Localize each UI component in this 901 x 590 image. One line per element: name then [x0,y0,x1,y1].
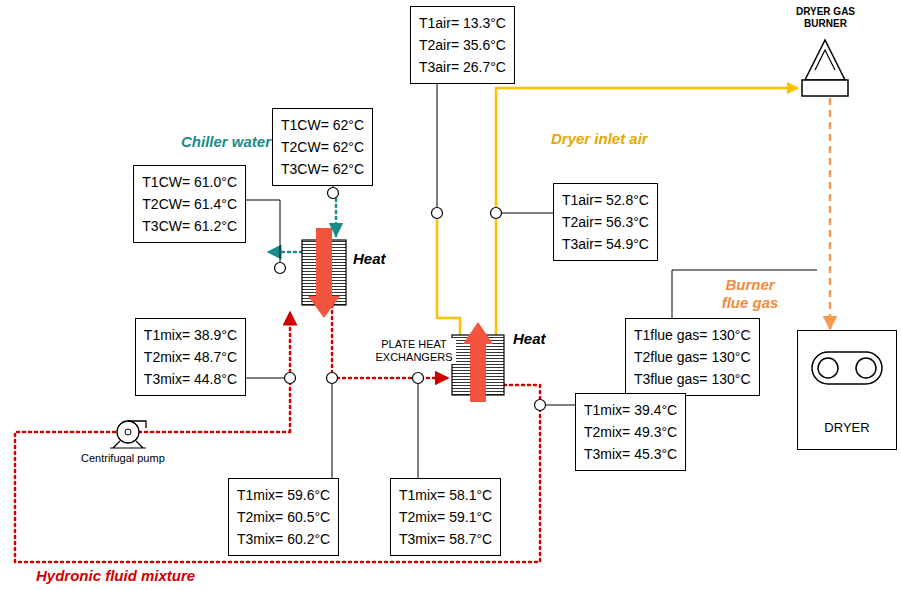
stream-label: Dryer inlet air [550,130,649,148]
node-text: T1air= 52.8°C [562,189,649,211]
temperature-box: T1mix= 38.9°CT2mix= 48.7°CT3mix= 44.8°C [135,318,246,396]
node-text: T1mix= 38.9°C [144,324,237,346]
node-text: T2CW= 62°C [281,136,364,158]
node-text: T1mix= 58.1°C [399,484,492,506]
temperature-box: T1mix= 58.1°CT2mix= 59.1°CT3mix= 58.7°C [390,478,501,556]
heat-arrow [308,228,340,318]
node-text: T3air= 26.7°C [419,56,506,78]
stream-label: Chiller water [180,133,272,151]
node-text: T3CW= 61.2°C [142,215,237,237]
node-text: T2mix= 59.1°C [399,506,492,528]
node-text: T1mix= 59.6°C [237,484,330,506]
component-label: Centrifugal pump [80,452,166,465]
node-text: DRYER GAS BURNER [788,6,863,30]
conveyor-roller [856,358,876,378]
node-text: T2flue gas= 130°C [634,346,751,368]
hydronic-line [15,385,540,562]
heat-arrow [463,322,493,402]
node-text: T2CW= 61.4°C [142,193,237,215]
air-line [437,213,460,335]
leader-lines [230,50,817,500]
dryer-box: DRYER [797,330,897,450]
air-line [496,88,798,335]
node-text: T1air= 13.3°C [419,12,506,34]
node-text: T1CW= 61.0°C [142,171,237,193]
node-text: T2mix= 49.3°C [584,421,677,443]
node-text: T3mix= 58.7°C [399,528,492,550]
heat-label: Heat [352,250,387,268]
node-text: T2mix= 60.5°C [237,506,330,528]
temperature-box: T1flue gas= 130°CT2flue gas= 130°CT3flue… [625,318,760,396]
temperature-box: T1CW= 61.0°CT2CW= 61.4°CT3CW= 61.2°C [133,165,246,243]
chiller-water-line [268,251,302,254]
conveyor-belt [812,352,882,384]
node-text: T1mix= 39.4°C [584,399,677,421]
burner-symbol [805,40,845,80]
temperature-box: T1CW= 62°CT2CW= 62°CT3CW= 62°C [272,108,373,186]
temperature-box: T1air= 52.8°CT2air= 56.3°CT3air= 54.9°C [553,183,658,261]
stream-label: Hydronic fluid mixture [35,567,196,585]
node-text: T3flue gas= 130°C [634,368,751,390]
temperature-box: T1air= 13.3°CT2air= 35.6°CT3air= 26.7°C [410,6,515,84]
sensor-points [275,188,546,411]
burner-flame [815,50,835,70]
dryer-ground [797,330,897,450]
node-text: T2air= 35.6°C [419,34,506,56]
node-text: T2air= 56.3°C [562,211,649,233]
flue-gas-connector [829,98,832,329]
temperature-box: T1mix= 39.4°CT2mix= 49.3°CT3mix= 45.3°C [575,393,686,471]
node-text: T3mix= 60.2°C [237,528,330,550]
node-text: T3mix= 45.3°C [584,443,677,465]
stream-label: Burner flue gas [712,276,788,312]
component-label: PLATE HEAT EXCHANGERS [372,338,456,364]
pump-symbol [110,421,146,448]
chiller-water-line [335,199,338,236]
node-text: T3air= 54.9°C [562,233,649,255]
node-text: T3mix= 44.8°C [144,368,237,390]
node-text: T1flue gas= 130°C [634,324,751,346]
hydronic-line [139,431,290,434]
temperature-box: T1mix= 59.6°CT2mix= 60.5°CT3mix= 60.2°C [228,478,339,556]
conveyor-roller [818,358,838,378]
node-text: T1CW= 62°C [281,114,364,136]
node-text: T2mix= 48.7°C [144,346,237,368]
node-text: T3CW= 62°C [281,158,364,180]
heat-label: Heat [512,330,547,348]
burner-base [802,80,848,96]
burner-node: DRYER GAS BURNER [788,6,863,98]
node-text: DRYER [798,420,896,435]
